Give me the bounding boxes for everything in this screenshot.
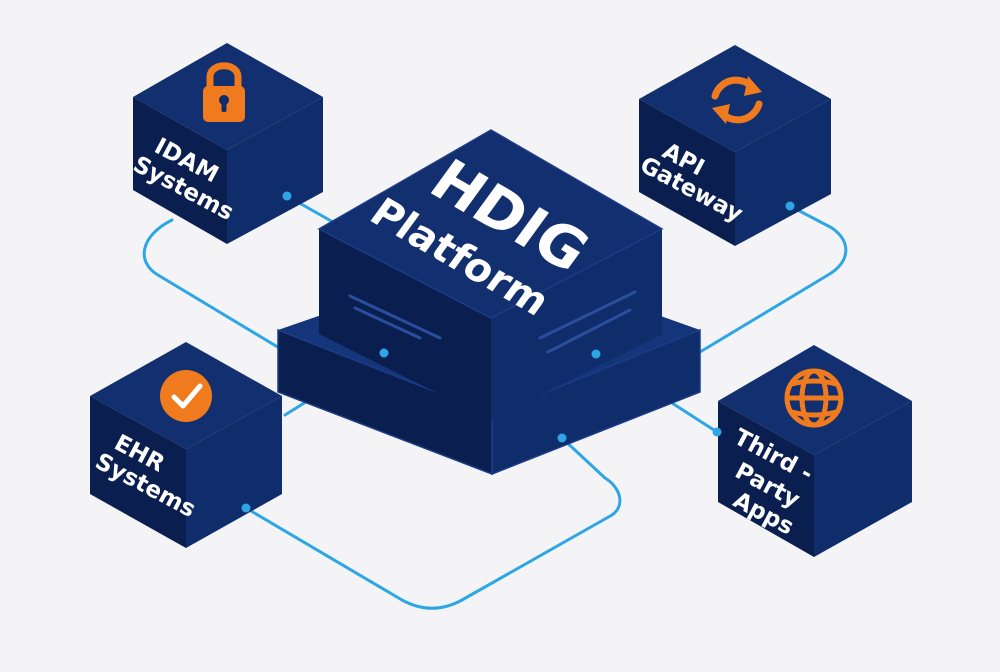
node-idam-systems: IDAM Systems [129, 43, 323, 244]
hub-port-bottom [557, 433, 567, 443]
node-third-party-port [712, 427, 722, 437]
connector-api-hub [698, 204, 848, 354]
hub-port-right [591, 349, 601, 359]
connector-idam-loop [142, 218, 298, 360]
connector-ehr-bottom [244, 436, 622, 610]
node-api-gateway: API Gateway [636, 45, 831, 246]
hub-vent-lines [348, 290, 637, 354]
node-api-port [785, 201, 795, 211]
hub-top-block [317, 129, 664, 443]
node-third-party-apps: Third - Party Apps [712, 345, 912, 557]
check-icon [160, 370, 212, 422]
globe-icon [784, 368, 844, 428]
hub-port-left [379, 348, 389, 358]
refresh-icon [711, 76, 763, 124]
node-idam-port [282, 191, 292, 201]
node-ehr-systems: EHR Systems [90, 342, 282, 548]
node-ehr-port [241, 503, 251, 513]
lock-icon [203, 62, 245, 122]
